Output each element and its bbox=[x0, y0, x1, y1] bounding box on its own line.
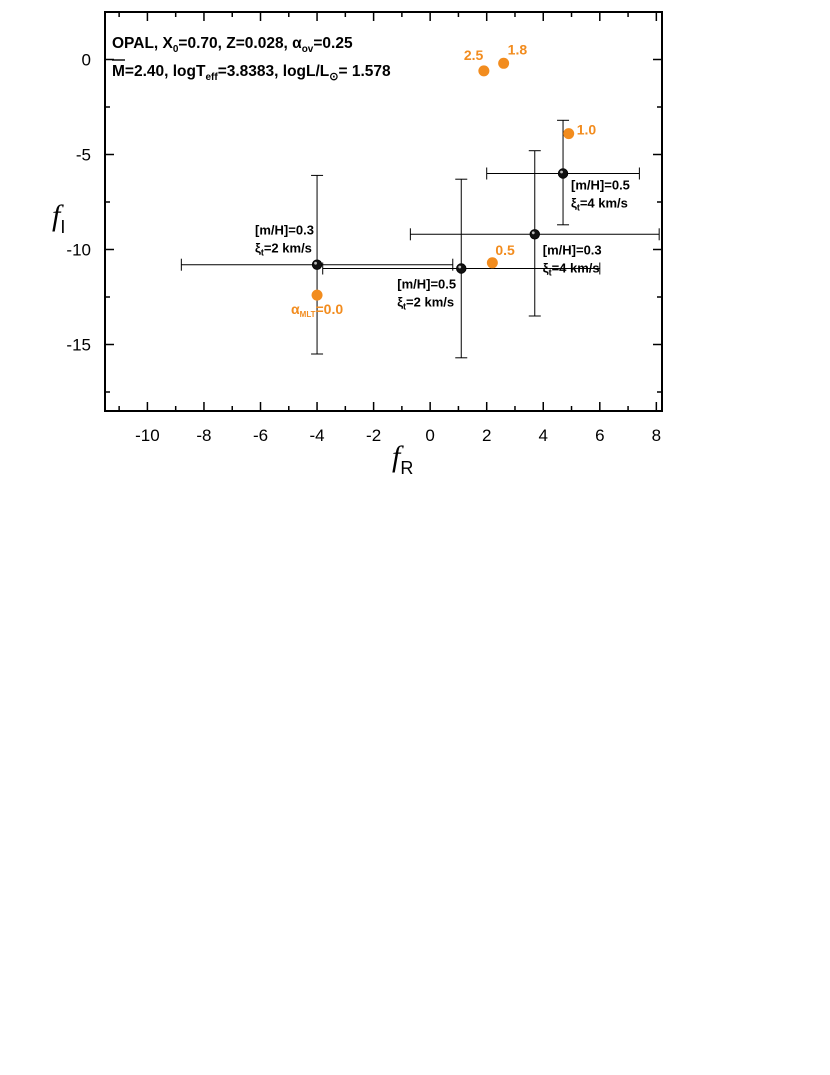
x-tick-labels: -10 -8 -6 -4 -2 0 2 4 6 8 bbox=[135, 426, 661, 445]
data-point-black bbox=[557, 168, 569, 179]
y-axis-title: fI bbox=[52, 199, 65, 237]
y-tick-label: -5 bbox=[76, 146, 91, 165]
x-tick-label: -10 bbox=[135, 426, 160, 445]
x-axis-title: fR bbox=[392, 440, 413, 478]
x-tick-label: 4 bbox=[539, 426, 548, 445]
orange-point-label: 2.5 bbox=[464, 47, 484, 63]
orange-point-label: αMLT=0.0 bbox=[291, 301, 343, 319]
point-label-metallicity: [m/H]=0.5 bbox=[571, 178, 630, 193]
header-line-2: M=2.40, logTeff=3.8383, logL/L⊙= 1.578 bbox=[112, 63, 391, 83]
x-tick-label: -4 bbox=[309, 426, 324, 445]
y-tick-labels: 0 -5 -10 -15 bbox=[66, 51, 91, 355]
y-tick-label: 0 bbox=[82, 51, 91, 70]
x-tick-label: 2 bbox=[482, 426, 491, 445]
data-point-black bbox=[529, 229, 540, 240]
data-point-highlight bbox=[458, 265, 462, 269]
header-line-1: OPAL, X0=0.70, Z=0.028, αov=0.25 bbox=[112, 35, 353, 55]
point-label-microturbulence: ξt=4 km/s bbox=[571, 196, 628, 213]
point-label-microturbulence: ξt=2 km/s bbox=[397, 295, 454, 312]
data-point-black bbox=[456, 263, 467, 274]
orange-point-label: 1.8 bbox=[508, 41, 528, 57]
data-point-orange bbox=[498, 57, 510, 69]
data-point-highlight bbox=[560, 170, 563, 174]
data-point-orange bbox=[563, 128, 575, 140]
x-tick-label: 8 bbox=[652, 426, 661, 445]
point-label-metallicity: [m/H]=0.3 bbox=[255, 223, 314, 238]
plot-frame bbox=[104, 11, 663, 412]
data-point-black bbox=[311, 259, 323, 270]
point-label-microturbulence: ξt=4 km/s bbox=[543, 260, 600, 277]
x-tick-label: 0 bbox=[425, 426, 434, 445]
point-label-microturbulence: ξt=2 km/s bbox=[255, 241, 312, 258]
error-bars bbox=[180, 119, 660, 359]
data-point-orange bbox=[311, 289, 323, 301]
x-tick-label: -8 bbox=[196, 426, 211, 445]
point-label-metallicity: [m/H]=0.3 bbox=[543, 242, 602, 257]
y-tick-label: -15 bbox=[66, 336, 91, 355]
data-points bbox=[311, 57, 575, 301]
orange-point-label: 1.0 bbox=[577, 122, 597, 138]
data-point-highlight bbox=[531, 231, 535, 235]
point-label-metallicity: [m/H]=0.5 bbox=[397, 277, 456, 292]
axis-ticks bbox=[105, 11, 662, 411]
x-tick-label: 6 bbox=[595, 426, 604, 445]
orange-point-label: 0.5 bbox=[495, 242, 515, 258]
x-tick-label: -2 bbox=[366, 426, 381, 445]
data-point-orange bbox=[486, 257, 498, 269]
x-tick-label: -6 bbox=[253, 426, 268, 445]
data-point-orange bbox=[478, 65, 490, 77]
y-tick-label: -10 bbox=[66, 241, 91, 260]
point-labels: [m/H]=0.3 ξt=2 km/s [m/H]=0.5 ξt=2 km/s [m/H… bbox=[255, 41, 630, 319]
data-point-highlight bbox=[314, 261, 317, 265]
